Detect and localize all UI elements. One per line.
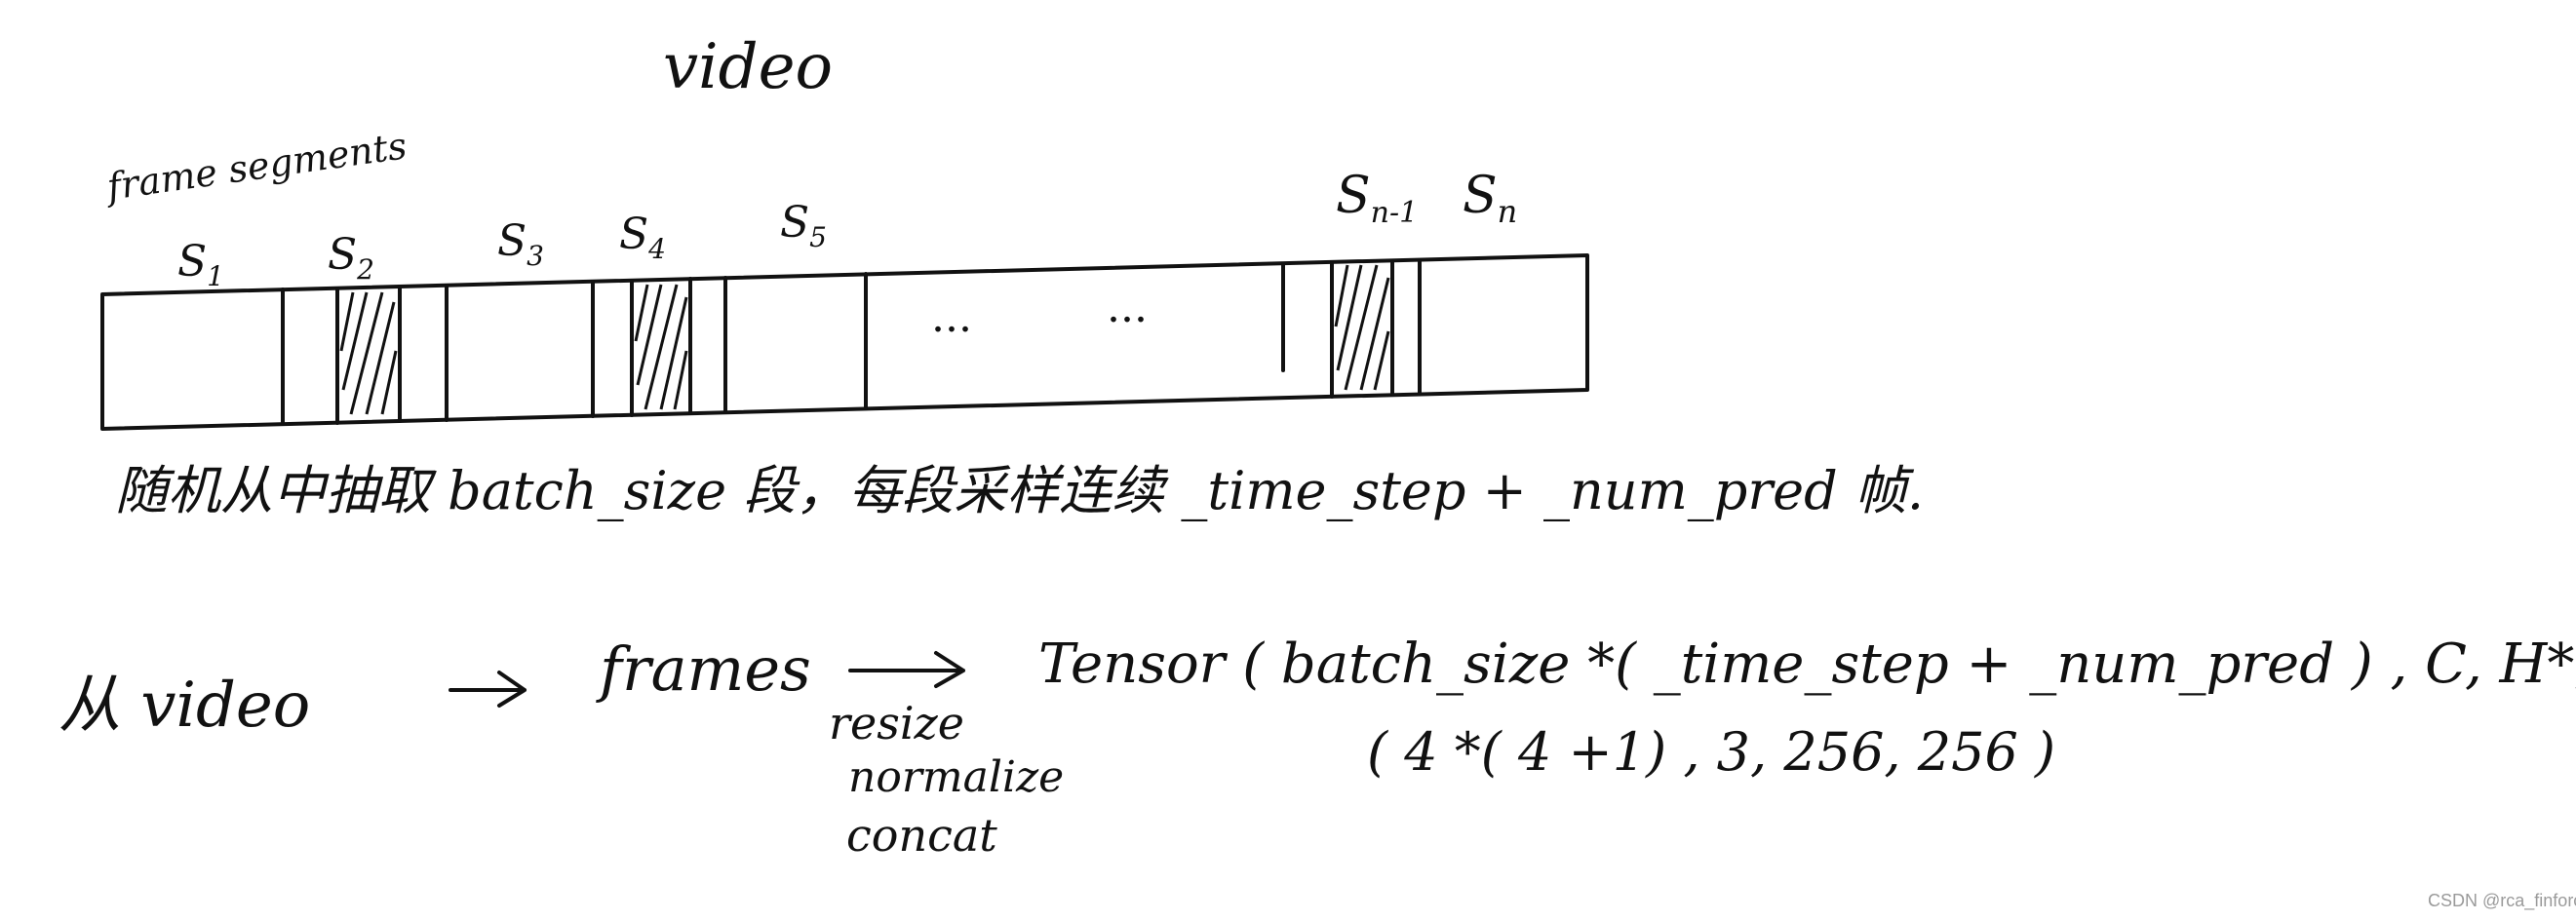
hatched-frame — [1334, 264, 1390, 391]
pipeline-frames: frames — [596, 633, 811, 705]
segment-label-s4: S4 — [619, 210, 666, 265]
step-normalize: normalize — [848, 752, 1064, 802]
pipeline-source: 从 video — [59, 670, 310, 742]
segment-label-s2: S2 — [328, 230, 374, 286]
step-concat: concat — [846, 809, 997, 862]
segment-label-s1: S1 — [177, 237, 224, 292]
diagram-title: video — [663, 31, 833, 103]
ellipsis-left: ... — [931, 292, 972, 342]
segment-label-s3: S3 — [497, 216, 544, 272]
segment-label-sn: Sn — [1463, 167, 1517, 230]
preprocess-steps: resize normalize concat — [829, 697, 1064, 862]
long-arrow-icon — [848, 651, 965, 688]
ellipsis-right: ... — [1107, 283, 1148, 332]
watermark: CSDN @rca_finforc — [2428, 891, 2576, 911]
video-bar — [100, 253, 1589, 431]
frame-segments-label: frame segments — [101, 124, 410, 209]
tensor-example: ( 4 *( 4 +1) , 3, 256, 256 ) — [1367, 721, 2055, 783]
segment-label-s5: S5 — [780, 198, 827, 253]
tensor-shape: Tensor ( batch_size *( _time_step + _num… — [1038, 633, 2576, 696]
hatched-frame — [339, 291, 398, 415]
hatched-frame — [634, 284, 688, 410]
segment-dividers — [281, 259, 1422, 426]
step-resize: resize — [829, 697, 964, 749]
arrow-icon — [449, 671, 527, 708]
sampling-note: 随机从中抽取 batch_size 段，每段采样连续 _time_step + … — [115, 460, 1924, 521]
segment-labels: S1 S2 S3 S4 S5 Sn-1 Sn — [177, 167, 1517, 292]
segment-label-sn-1: Sn-1 — [1336, 167, 1418, 230]
